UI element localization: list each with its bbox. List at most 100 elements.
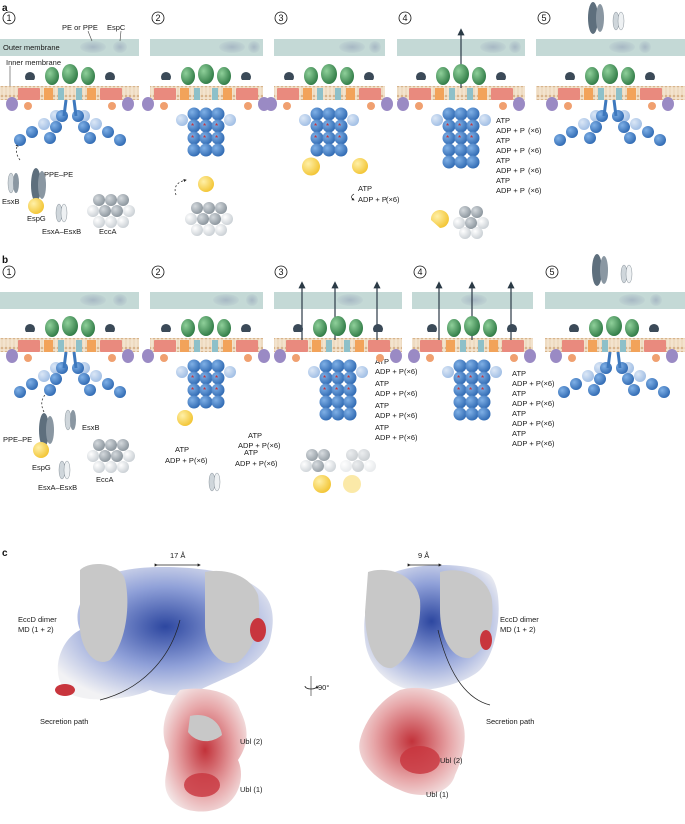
eccd-ubl	[265, 97, 277, 111]
atp-label: ATP	[375, 357, 389, 366]
atp-site-star: *	[191, 122, 194, 131]
eccc-atpase-domain	[310, 131, 324, 145]
eccc-atpase-domain	[319, 371, 333, 385]
ecce-tm	[44, 340, 53, 352]
adp-label: ADP + P	[375, 367, 404, 376]
adp-label: ADP + P	[512, 379, 541, 388]
atp-site-star: *	[215, 134, 218, 143]
eccb-domain	[81, 319, 95, 337]
released-ppe-pe	[588, 2, 598, 34]
om-protein	[639, 41, 651, 53]
eccc-atpase-domain	[50, 373, 62, 385]
eccb-domain	[464, 316, 480, 336]
eccc-atpase-domain	[442, 131, 456, 145]
secretion-path-right: Secretion path	[486, 717, 534, 726]
adp-label: ADP + P	[496, 126, 525, 135]
om-protein	[246, 294, 258, 306]
eccc-atpase-domain	[334, 107, 348, 121]
eccd-ubl	[513, 97, 525, 111]
eccc-atpase-domain	[343, 383, 357, 397]
secretion-path-pointer-left	[99, 619, 181, 701]
ecce-tm	[478, 88, 487, 100]
eccc-stalk	[62, 99, 68, 117]
ecce-tm	[584, 88, 593, 100]
inner-membrane-a2	[150, 86, 263, 100]
adp-x6: (×6)	[386, 195, 400, 204]
eccd-ubl	[390, 349, 402, 363]
panel-a-step-5-number: 5	[541, 13, 546, 23]
eccc-tm	[335, 88, 341, 100]
eccc-stalk	[602, 99, 608, 117]
atp-annotations-b3: ATP ADP + P (×6) ATP ADP + P (×6) ATP AD…	[300, 357, 418, 493]
esxa-esxb-protein	[60, 203, 68, 223]
eccc-atpase-domain	[454, 155, 468, 169]
eccc-tm	[326, 340, 332, 352]
eccd-tm	[502, 340, 524, 352]
eccc-atpase-domain	[322, 107, 336, 121]
eccc-atpase-domain	[642, 126, 654, 138]
mycp-domain	[25, 71, 35, 80]
eccc-atpase-domain	[454, 119, 468, 133]
mycp-domain	[240, 323, 251, 332]
mycp-domain	[426, 324, 437, 332]
atp-cycle-a3: ATP ADP + P (×6)	[351, 184, 400, 204]
eccc-atpase-domain	[594, 373, 606, 385]
om-protein	[80, 294, 106, 306]
ecce-domain	[24, 354, 32, 362]
ppe-pe-protein	[46, 416, 54, 444]
adp-label: ADP + P	[165, 456, 194, 465]
eccc-atpase-domain	[442, 155, 456, 169]
eccc-atpase-domain	[453, 407, 467, 421]
atp-site-star: *	[215, 386, 218, 395]
eccb-domain	[330, 316, 346, 336]
eccc-atpase-domain	[114, 386, 126, 398]
adp-x6: (×6)	[541, 379, 555, 388]
eccc-atpase-domain	[465, 407, 479, 421]
adp-label: ADP + P	[496, 166, 525, 175]
eccc-atpase-domain	[584, 132, 596, 144]
mycp-domain	[569, 323, 580, 332]
mycp-domain	[161, 72, 172, 80]
atp-site-star: *	[191, 134, 194, 143]
espg-protein	[28, 198, 44, 214]
ecce-tm	[87, 340, 96, 352]
atp-annotations-b4: ATP ADP + P (×6) ATP ADP + P (×6) ATP AD…	[512, 369, 555, 448]
eccc-atpase-domain	[14, 134, 26, 146]
panel-b-letter: b	[2, 255, 8, 266]
surface-right	[359, 564, 499, 795]
eccd-ubl	[6, 97, 18, 111]
eccd-tm	[359, 88, 381, 100]
eccc-atpase-domain	[343, 395, 357, 409]
eccc-atpase-domain	[588, 384, 600, 396]
mycp-domain	[495, 71, 506, 80]
eccc-atpase-domain	[477, 371, 491, 385]
eccb-domain	[472, 67, 486, 85]
eccc-atpase-domain	[211, 143, 225, 157]
eccc-atpase-domain	[347, 114, 359, 126]
mycp-domain	[649, 324, 659, 332]
eccc-atpase-domain	[187, 359, 201, 373]
eccd-ubl	[6, 349, 18, 363]
eccc-atpase-domain	[199, 143, 213, 157]
inner-membrane-b2	[150, 338, 263, 352]
espg-bound	[177, 410, 193, 426]
outer-membrane-a3	[274, 39, 385, 56]
ecce-domain	[367, 102, 375, 110]
eccc-atpase-domain	[38, 370, 50, 382]
ecce-domain	[160, 102, 168, 110]
espg-bound	[352, 158, 368, 174]
ecce-tm	[346, 88, 355, 100]
panel-b-step-5-circle	[545, 265, 559, 279]
adp-x6: (×6)	[404, 433, 418, 442]
adp-label: ADP + P	[235, 459, 264, 468]
eccc-atpase-domain	[477, 407, 491, 421]
eccc-atpase-domain	[84, 132, 96, 144]
label-ppe-pe: PPE–PE	[3, 435, 32, 444]
eccc-stalk	[606, 351, 612, 369]
adp-x6: (×6)	[264, 459, 278, 468]
eccc-atpase-domain	[600, 362, 612, 374]
panel-b-step-5-number: 5	[549, 267, 554, 277]
atp-label: ATP	[248, 431, 262, 440]
eccc-atpase-domain	[658, 386, 670, 398]
mycp-domain	[25, 324, 35, 332]
